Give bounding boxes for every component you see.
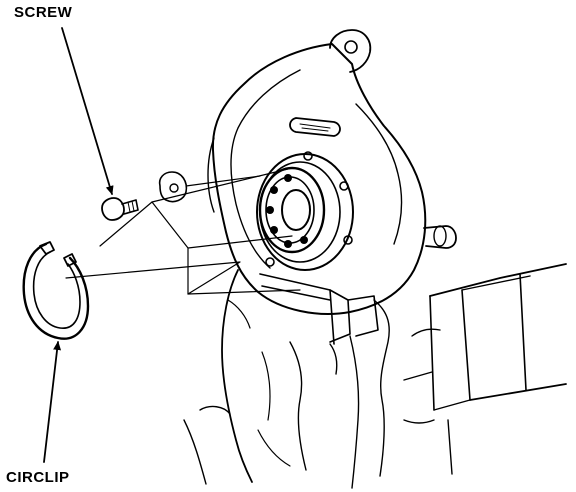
hub-bearing [256,151,354,271]
circlip-part [22,241,90,340]
steering-knuckle [183,269,390,489]
stud-pin [423,225,457,249]
screw-label: SCREW [14,4,73,21]
splash-shield [207,29,427,315]
exploded-view-lines [65,167,301,295]
screw-part [101,197,139,221]
shield-bracket [158,171,261,203]
circlip-leader-arrow [43,341,62,463]
screw-leader-arrow [61,27,114,195]
strut-housing [403,263,567,475]
circlip-label: CIRCLIP [6,469,70,486]
